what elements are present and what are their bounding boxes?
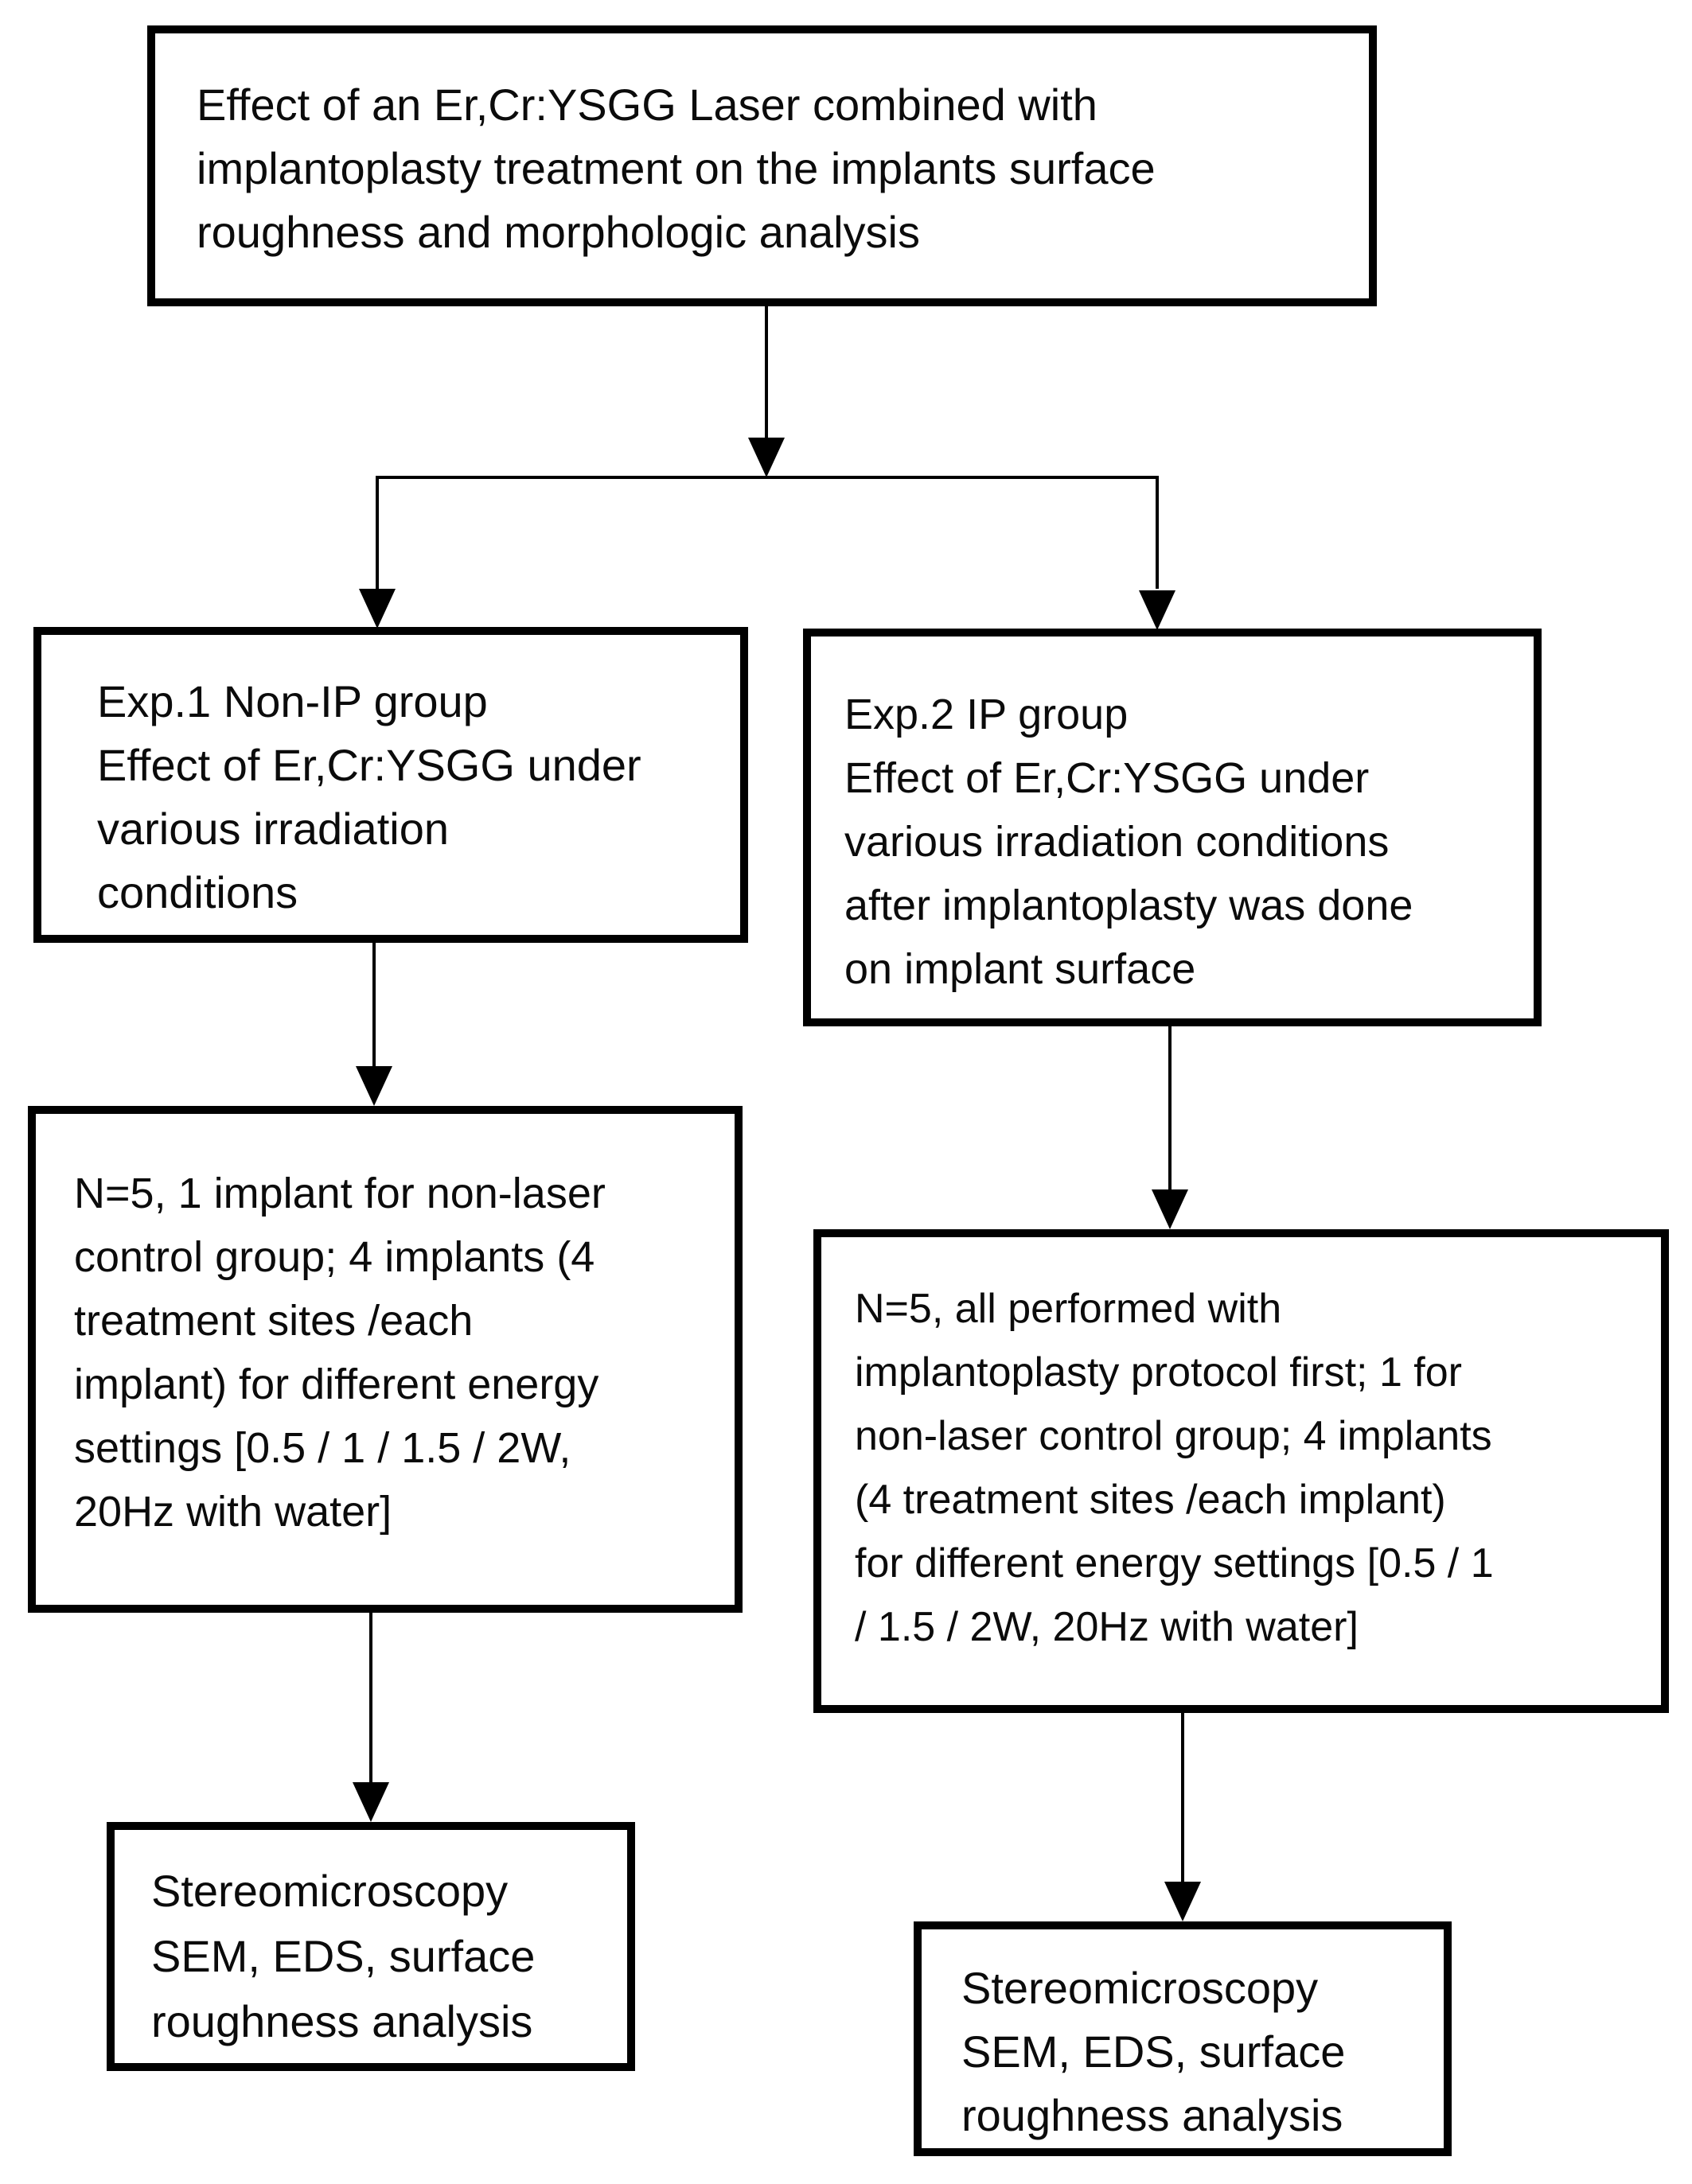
exp1-sample-text: N=5, 1 implant for non-laser control gro…	[74, 1170, 606, 1536]
exp2-group-to-sample-line	[1168, 1026, 1172, 1191]
exp2-group-box: Exp.2 IP group Effect of Er,Cr:YSGG unde…	[803, 629, 1542, 1026]
exp2-sample-text: N=5, all performed with implantoplasty p…	[855, 1286, 1494, 1650]
exp1-analysis-box: Stereomicroscopy SEM, EDS, surface rough…	[107, 1822, 635, 2071]
exp2-group-text: Exp.2 IP group Effect of Er,Cr:YSGG unde…	[844, 691, 1413, 993]
exp1-sample-box: N=5, 1 implant for non-laser control gro…	[28, 1106, 743, 1613]
exp1-sample-to-analysis-line	[369, 1613, 372, 1784]
exp1-analysis-text: Stereomicroscopy SEM, EDS, surface rough…	[151, 1866, 536, 2046]
exp2-analysis-text: Stereomicroscopy SEM, EDS, surface rough…	[961, 1963, 1346, 2140]
exp1-group-text: Exp.1 Non-IP group Effect of Er,Cr:YSGG …	[97, 676, 641, 917]
exp2-sample-to-analysis-arrowhead-icon	[1164, 1882, 1201, 1921]
exp2-group-to-sample-arrowhead-icon	[1152, 1189, 1188, 1229]
title-box: Effect of an Er,Cr:YSGG Laser combined w…	[147, 25, 1377, 306]
exp1-sample-to-analysis-arrowhead-icon	[353, 1782, 389, 1822]
exp1-branch-arrowhead-icon	[359, 589, 396, 629]
exp2-branch-arrowhead-icon	[1139, 590, 1175, 630]
trunk-connector-line	[765, 306, 768, 439]
exp1-branch-line	[376, 476, 379, 589]
exp2-analysis-box: Stereomicroscopy SEM, EDS, surface rough…	[914, 1921, 1452, 2156]
trunk-arrowhead-icon	[748, 438, 785, 477]
exp1-group-to-sample-line	[372, 943, 376, 1068]
exp2-branch-line	[1156, 476, 1159, 589]
exp1-group-to-sample-arrowhead-icon	[356, 1066, 392, 1106]
split-bar-line	[376, 476, 1159, 479]
exp1-group-box: Exp.1 Non-IP group Effect of Er,Cr:YSGG …	[33, 627, 748, 943]
title-text: Effect of an Er,Cr:YSGG Laser combined w…	[197, 80, 1156, 257]
exp2-sample-to-analysis-line	[1181, 1713, 1184, 1883]
exp2-sample-box: N=5, all performed with implantoplasty p…	[813, 1229, 1669, 1713]
